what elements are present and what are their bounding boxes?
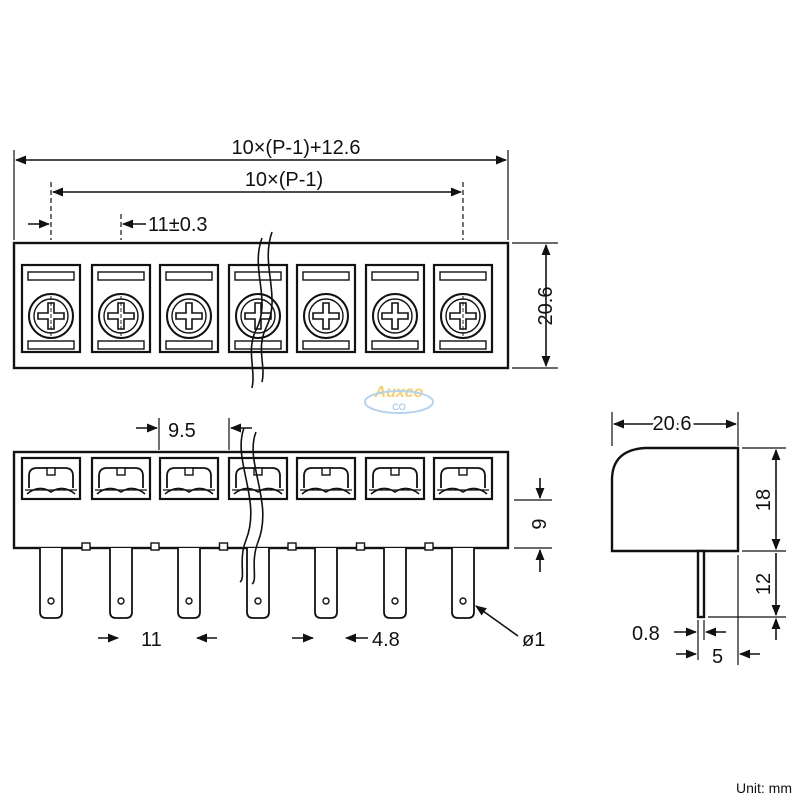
top-view-terminals [20,263,494,354]
pin-hole [254,597,262,605]
top-height-label: 20.6 [535,287,557,326]
screw-icon [372,293,418,339]
front-terminal [295,456,357,501]
top-dimensions: 10×(P-1)+12.6 10×(P-1) 11±0.3 20.6 [13,137,558,369]
pin-hole [391,597,399,605]
side-width-label: 20.6 [653,413,692,435]
front-terminal [20,456,82,501]
pin-width-label: 4.8 [372,629,400,651]
top-terminal [158,263,220,354]
front-dimensions: 9.5 9 11 4.8 ø1 [98,418,552,651]
screw-icon [303,293,349,339]
front-height-label: 9 [529,518,551,529]
pin-hole [322,597,330,605]
pin [109,548,133,619]
front-view-pins [39,548,475,619]
pin-thickness-label: 0.8 [632,623,660,645]
side-view [610,446,740,619]
barrier-gap-label: 9.5 [168,420,196,442]
side-height-label: 18 [753,489,775,511]
top-terminal [227,263,289,354]
front-view-terminals [20,456,494,551]
watermark-logo: Auxco CO [364,384,434,414]
pin [39,548,63,619]
pin [177,548,201,619]
pin [383,548,407,619]
pin-hole [117,597,125,605]
screw-icon [235,293,281,339]
pin-hole [47,597,55,605]
svg-text:Auxco: Auxco [374,384,424,401]
screw-icon [166,293,212,339]
top-terminal [90,263,152,354]
top-terminal [20,263,82,354]
side-dimensions: 20.6 18 12 0.8 5 [611,410,786,668]
side-view-body [610,446,740,553]
front-break-line [239,427,252,583]
pin [314,548,338,619]
pitch-label: 11±0.3 [148,214,208,236]
front-terminal [158,456,220,501]
top-terminal [295,263,357,354]
side-view-pin [696,549,706,619]
top-break-line [250,237,263,389]
pin-length-label: 12 [753,573,775,595]
unit-label: Unit: mm [736,780,792,796]
top-terminal [364,263,426,354]
pitch-span-label: 10×(P-1) [245,169,323,191]
front-terminal [90,456,152,501]
top-terminal [432,263,494,354]
overall-length-label: 10×(P-1)+12.6 [232,137,361,159]
front-terminal [364,456,426,501]
pin [451,548,475,619]
hole-diameter-label: ø1 [522,629,545,651]
svg-text:CO: CO [392,402,406,412]
pin-hole [459,597,467,605]
front-terminal [432,456,494,501]
pin-offset-label: 5 [712,646,723,668]
screw-icon [28,293,74,339]
pin-hole [185,597,193,605]
pin [246,548,270,619]
top-break-line-2 [260,231,273,383]
pin-spacing-label: 11 [141,629,162,651]
front-break-line-2 [251,431,264,585]
top-view [12,241,510,370]
screw-icon [440,293,486,339]
screw-icon [98,293,144,339]
